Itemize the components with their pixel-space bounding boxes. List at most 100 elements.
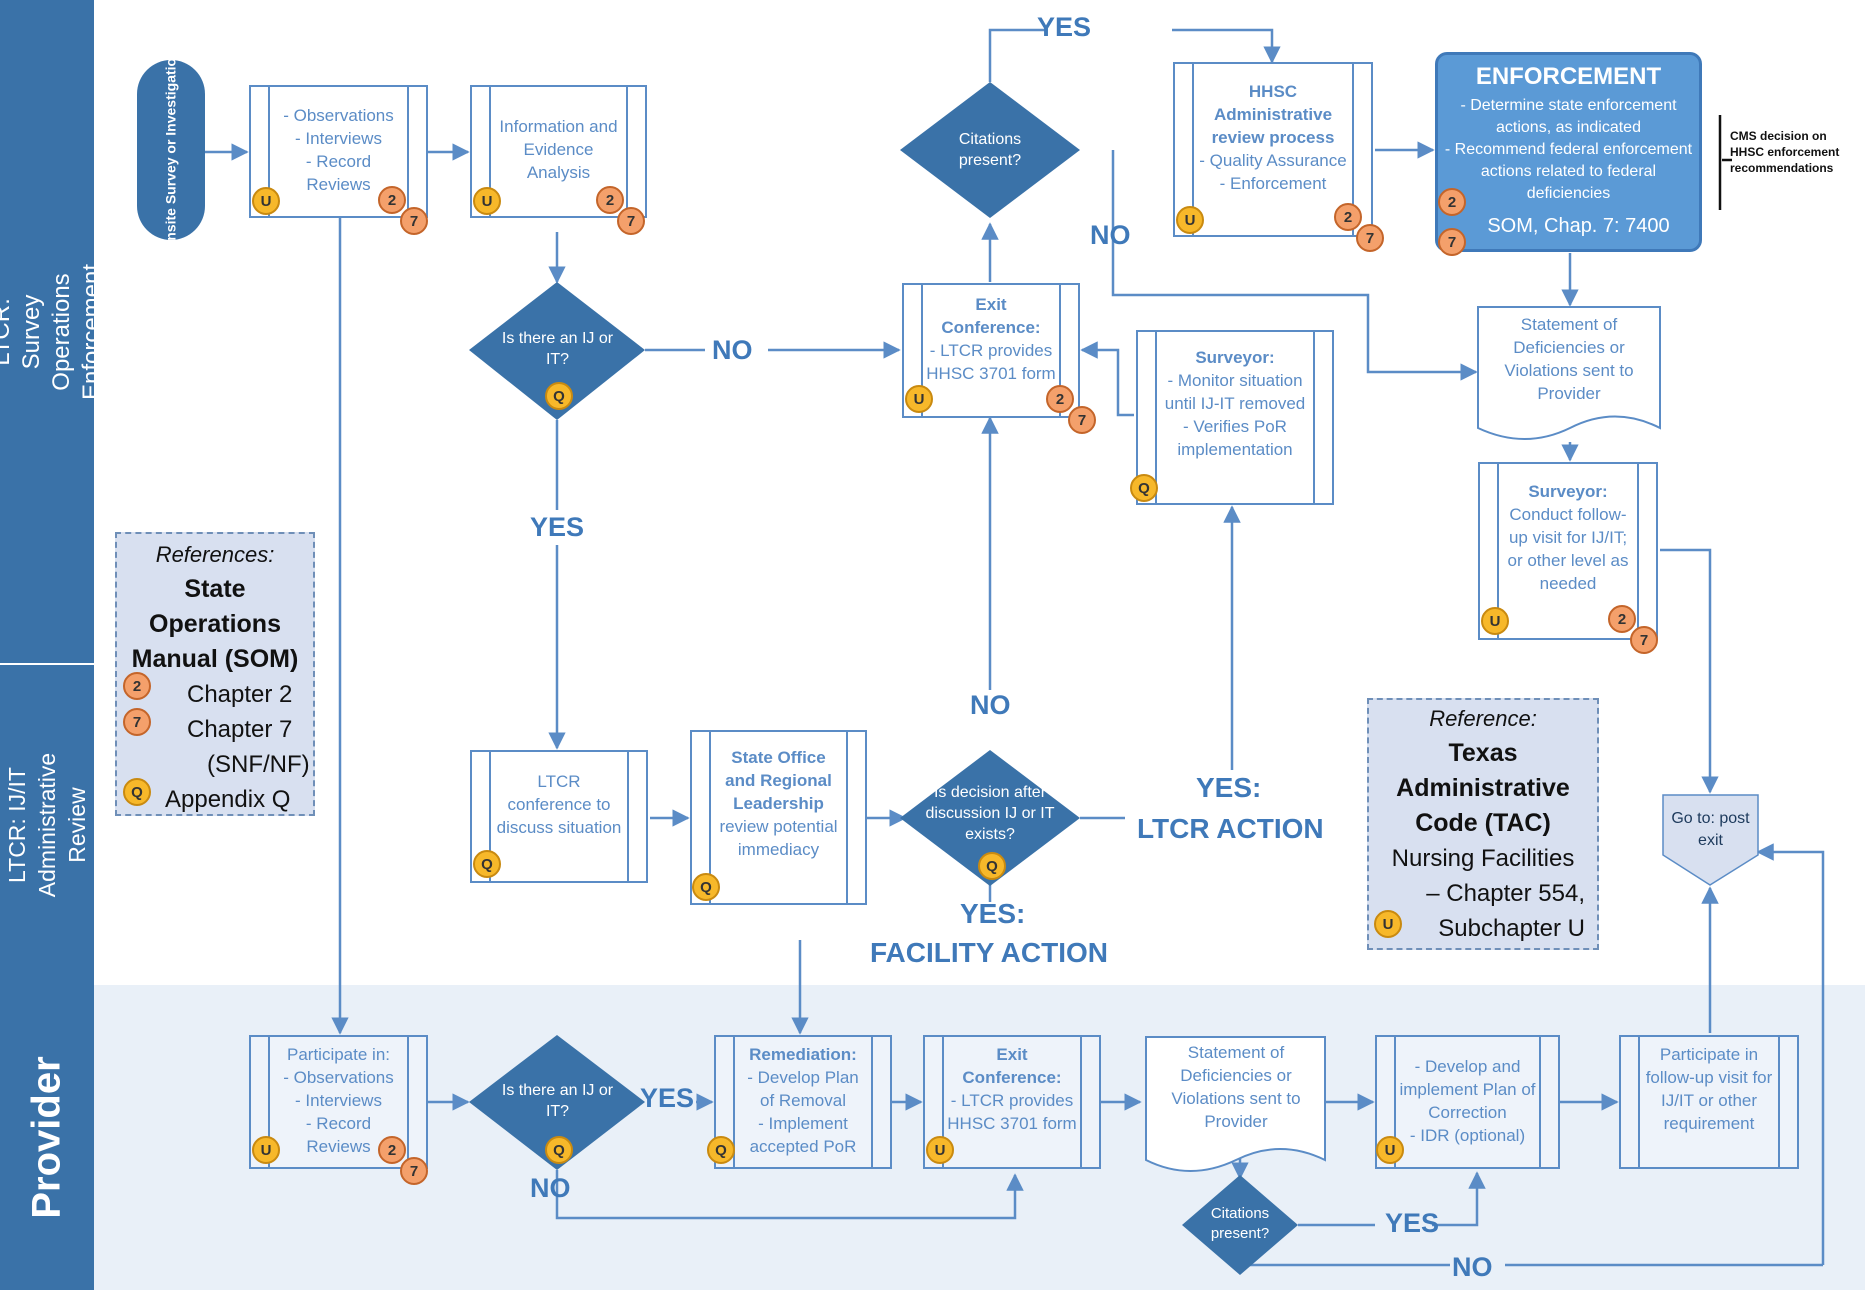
ref-badge-2: 2 bbox=[1438, 188, 1466, 216]
references-ch2: Chapter 2 bbox=[187, 681, 293, 708]
goto-text: Go to: post exit bbox=[1671, 810, 1750, 849]
state-office-box: State Office and Regional Leadership rev… bbox=[690, 730, 867, 905]
ref-badge-7: 7 bbox=[617, 207, 645, 235]
references-ch7-sub: (SNF/NF) bbox=[207, 751, 310, 778]
ref-badge-2: 2 bbox=[1608, 605, 1636, 633]
ref-badge-u: U bbox=[1481, 607, 1509, 635]
plan-of-correction-text: - Develop and implement Plan of Correcti… bbox=[1399, 1057, 1536, 1145]
ref-badge-q: Q bbox=[545, 1136, 573, 1164]
yes-label: YES bbox=[530, 512, 585, 542]
surveyor-followup-body: Conduct follow-up visit for IJ/IT; or ot… bbox=[1507, 505, 1629, 593]
admin-decision-text: Is decision after discussion IJ or IT ex… bbox=[925, 784, 1055, 843]
ref-badge-7: 7 bbox=[1438, 228, 1466, 256]
citations-decision-shape bbox=[900, 82, 1080, 218]
ref-badge-u: U bbox=[1376, 1136, 1404, 1164]
yes-facility-label: YES: bbox=[960, 898, 1026, 929]
ref-badge-2: 2 bbox=[596, 186, 624, 214]
tac-line3: Subchapter U bbox=[1438, 915, 1585, 942]
hhsc-review-title: HHSC Administrative review process bbox=[1211, 82, 1335, 147]
references-title: State Operations Manual (SOM) bbox=[131, 575, 299, 673]
ref-badge-2: 2 bbox=[378, 186, 406, 214]
state-office-body: review potential immediacy bbox=[719, 817, 838, 859]
goto-shape bbox=[1662, 794, 1759, 886]
provider-statement-doc-text: Statement of Deficiencies or Violations … bbox=[1171, 1043, 1301, 1131]
observation-text: - Observations - Interviews - Record Rev… bbox=[283, 106, 394, 194]
ref-badge-q: Q bbox=[692, 873, 720, 901]
no-label: NO bbox=[712, 335, 753, 365]
statement-doc-shape bbox=[1477, 306, 1661, 440]
ref-badge-u: U bbox=[1176, 206, 1204, 234]
ref-badge-q: Q bbox=[473, 850, 501, 878]
provider-ij-decision-text: Is there an IJ or IT? bbox=[501, 1082, 614, 1120]
surveyor-monitor-box: Surveyor: - Monitor situation until IJ-I… bbox=[1136, 330, 1334, 505]
tac-line2: – Chapter 554, bbox=[1426, 880, 1585, 907]
no-label: NO bbox=[1090, 220, 1131, 250]
plan-of-correction-box: - Develop and implement Plan of Correcti… bbox=[1375, 1035, 1560, 1169]
remediation-box: Remediation: - Develop Plan of Removal -… bbox=[714, 1035, 892, 1169]
admin-decision-shape bbox=[900, 750, 1080, 886]
references-appq: Appendix Q bbox=[165, 786, 291, 813]
ref-badge-2: 2 bbox=[378, 1136, 406, 1164]
ref-badge-q: Q bbox=[1130, 474, 1158, 502]
enforcement-title: ENFORCEMENT bbox=[1475, 63, 1662, 90]
hhsc-review-body: - Quality Assurance - Enforcement bbox=[1199, 151, 1347, 193]
provider-exit-body: - LTCR provides HHSC 3701 form bbox=[947, 1091, 1077, 1133]
provider-citations-decision-shape bbox=[1182, 1175, 1298, 1275]
provider-citations-decision-text: Citations present? bbox=[1210, 1205, 1270, 1242]
ref-badge-7: 7 bbox=[1630, 626, 1658, 654]
ref-badge-2: 2 bbox=[1046, 385, 1074, 413]
tac-heading: Reference: bbox=[1429, 706, 1537, 731]
ref-badge-q: Q bbox=[123, 778, 151, 806]
provider-lane-header: Provider bbox=[0, 985, 94, 1290]
facility-action-label: FACILITY ACTION bbox=[870, 937, 1108, 968]
provider-ij-decision-shape bbox=[469, 1035, 645, 1170]
ref-badge-u: U bbox=[905, 385, 933, 413]
provider-exit-title: Exit Conference: bbox=[962, 1045, 1062, 1087]
ijit-lane-header: LTCR: IJ/IT Administrative Review bbox=[0, 665, 94, 985]
remediation-title: Remediation: bbox=[749, 1045, 857, 1064]
cms-note: CMS decision on HHSC enforcement recomme… bbox=[1730, 129, 1840, 175]
enforcement-body: - Determine state enforcement actions, a… bbox=[1444, 97, 1693, 202]
ref-badge-u: U bbox=[252, 1136, 280, 1164]
ref-badge-7: 7 bbox=[1356, 224, 1384, 252]
survey-lane-header: LTCR: Survey Operations Enforcement bbox=[0, 0, 105, 663]
enforcement-box: ENFORCEMENT - Determine state enforcemen… bbox=[1435, 52, 1702, 252]
ref-badge-u: U bbox=[252, 187, 280, 215]
enforcement-som: SOM, Chap. 7: 7400 bbox=[1487, 215, 1670, 237]
ref-badge-q: Q bbox=[545, 382, 573, 410]
surveyor-monitor-body: - Monitor situation until IJ-IT removed … bbox=[1164, 371, 1306, 459]
ij-decision-text: Is there an IJ or IT? bbox=[501, 330, 614, 368]
participate-followup-text: Participate in follow-up visit for IJ/IT… bbox=[1645, 1045, 1773, 1133]
provider-statement-doc-shape bbox=[1145, 1036, 1326, 1172]
remediation-body: - Develop Plan of Removal - Implement ac… bbox=[747, 1068, 859, 1156]
participate-text: Participate in: - Observations - Intervi… bbox=[283, 1045, 394, 1156]
ltcr-conference-box: LTCR conference to discuss situation bbox=[470, 750, 648, 883]
surveyor-followup-title: Surveyor: bbox=[1528, 482, 1608, 501]
no-label: NO bbox=[1452, 1252, 1493, 1282]
ref-badge-u: U bbox=[926, 1136, 954, 1164]
yes-ltcr-label: YES: bbox=[1196, 772, 1262, 803]
ref-badge-u: U bbox=[473, 187, 501, 215]
tac-line1: Nursing Facilities bbox=[1391, 845, 1575, 872]
state-office-title: State Office and Regional Leadership bbox=[725, 748, 832, 813]
yes-label: YES bbox=[1385, 1208, 1440, 1238]
no-label: NO bbox=[970, 690, 1011, 720]
exit-conference-body: - LTCR provides HHSC 3701 form bbox=[926, 341, 1056, 383]
start-label: Onsite Survey or Investigation bbox=[162, 48, 179, 252]
ij-decision-shape bbox=[469, 282, 645, 420]
analysis-text: Information and Evidence Analysis bbox=[499, 117, 618, 182]
ref-badge-2: 2 bbox=[123, 672, 151, 700]
ref-badge-7: 7 bbox=[400, 1157, 428, 1185]
statement-doc-text: Statement of Deficiencies or Violations … bbox=[1504, 315, 1634, 403]
no-label: NO bbox=[530, 1173, 571, 1203]
exit-conference-title: Exit Conference: bbox=[941, 295, 1041, 337]
yes-label: YES bbox=[640, 1083, 695, 1113]
references-heading: References: bbox=[155, 542, 275, 567]
ref-badge-q: Q bbox=[978, 852, 1006, 880]
references-ch7: Chapter 7 bbox=[187, 716, 293, 743]
ref-badge-q: Q bbox=[707, 1136, 735, 1164]
start-terminal: Onsite Survey or Investigation bbox=[137, 49, 205, 251]
ltcr-action-label: LTCR ACTION bbox=[1137, 813, 1324, 844]
